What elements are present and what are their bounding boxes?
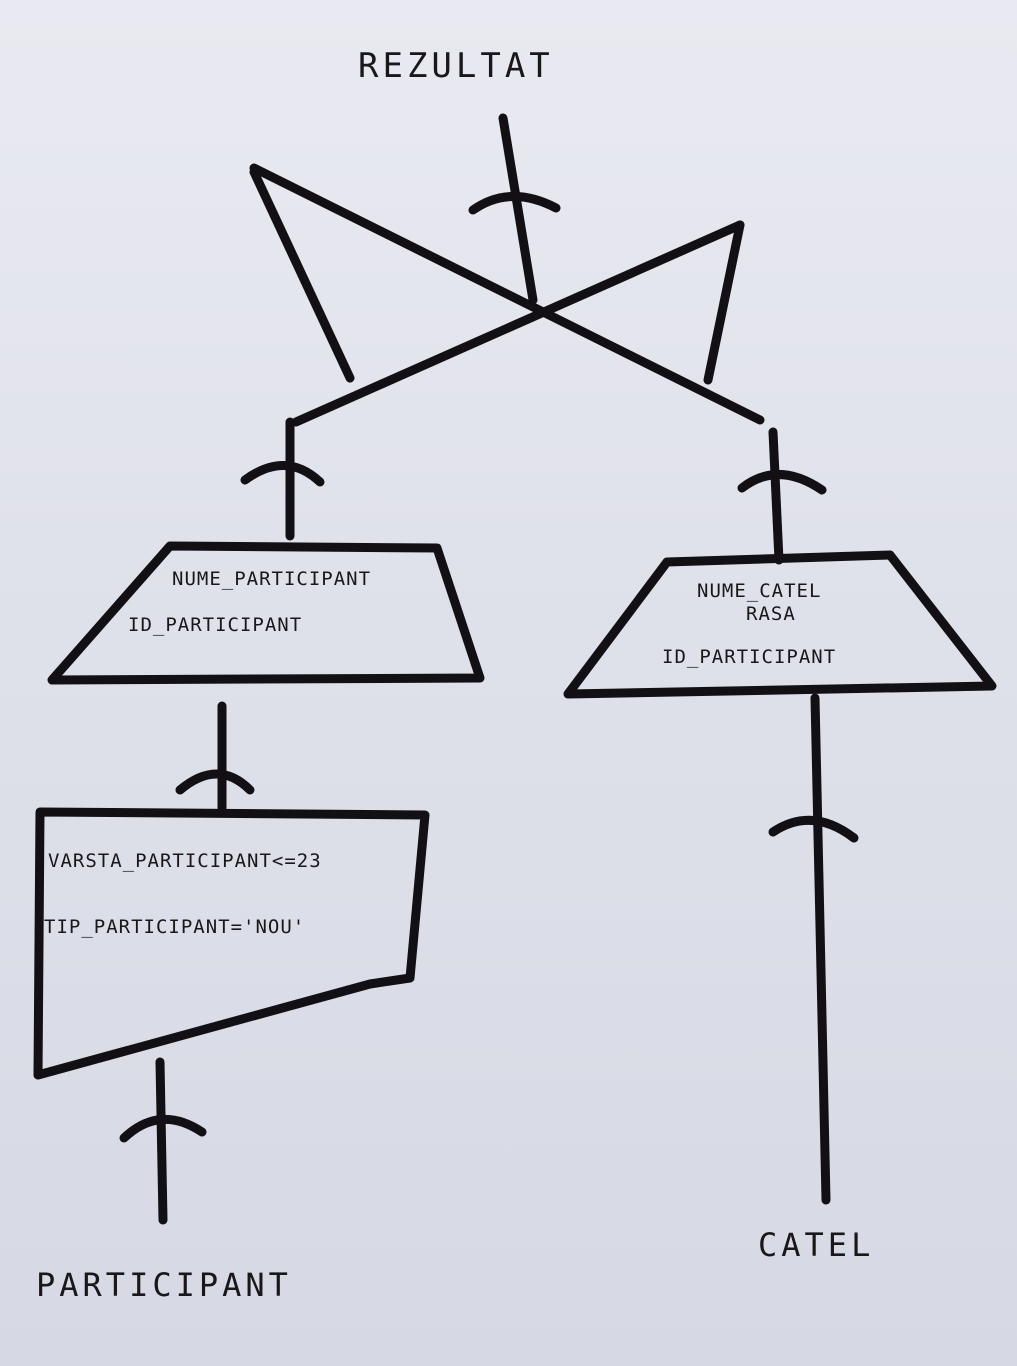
participant-edge: [119, 1057, 207, 1225]
selection-condition-1: VARSTA_PARTICIPANT<=23: [48, 850, 322, 872]
left-projection-edge: [240, 417, 325, 541]
right-projection-attr-3: ID_PARTICIPANT: [662, 646, 837, 668]
catel-edge: [768, 693, 859, 1205]
left-projection-trapezoid: [47, 541, 485, 685]
join-bowtie-symbol: [249, 163, 765, 427]
selection-edge: [175, 701, 255, 813]
selection-condition-2: TIP_PARTICIPANT='NOU': [44, 916, 306, 938]
participant-table-label: PARTICIPANT: [36, 1266, 292, 1304]
right-projection-attr-2: RASA: [746, 603, 796, 625]
left-projection-attr-2: ID_PARTICIPANT: [128, 614, 303, 636]
right-projection-attr-1: NUME_CATEL: [697, 580, 822, 602]
right-projection-edge: [737, 427, 827, 565]
catel-table-label: CATEL: [758, 1226, 875, 1264]
left-projection-attr-1: NUME_PARTICIPANT: [172, 568, 372, 590]
arrow-head-icon: [737, 470, 827, 495]
right-projection-trapezoid: [563, 550, 997, 699]
arrow-head-icon: [468, 192, 561, 215]
left-selection-shape: [33, 807, 430, 1080]
result-label: REZULTAT: [358, 46, 554, 86]
arrow-head-icon: [175, 769, 255, 795]
output-edge: [468, 113, 561, 305]
arrow-head-icon: [768, 815, 859, 843]
arrow-head-icon: [119, 1115, 207, 1143]
arrow-head-icon: [240, 461, 325, 487]
